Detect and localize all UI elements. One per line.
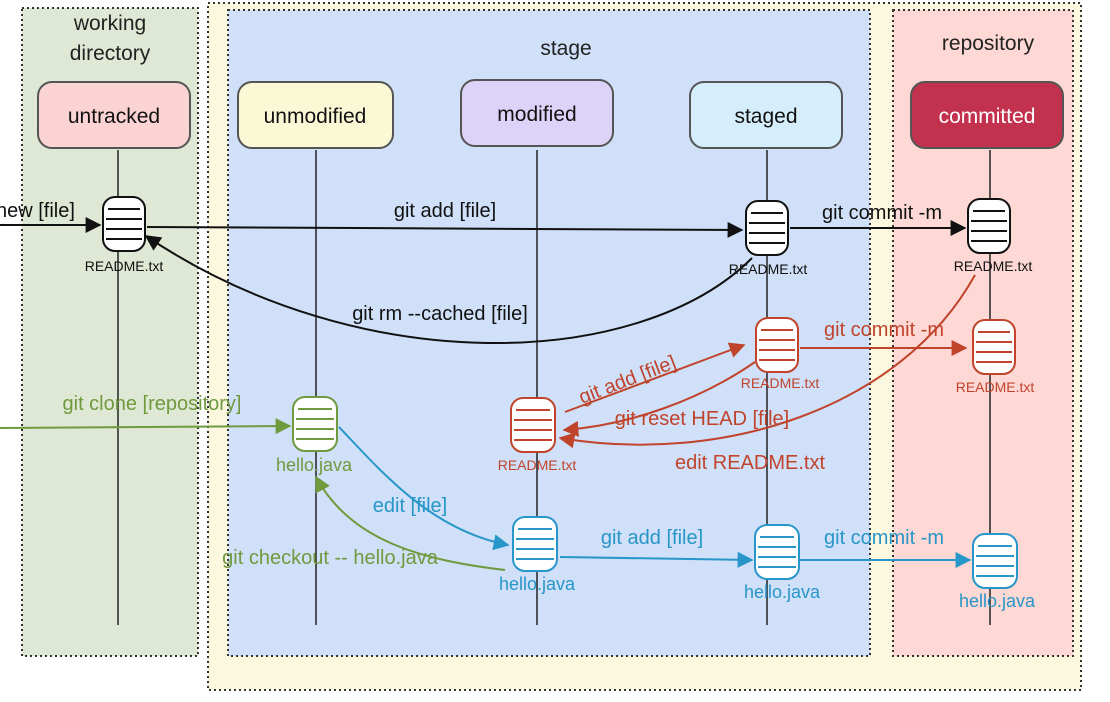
file-icon-hello-staged — [754, 524, 800, 580]
arrow-git-add-red — [564, 342, 746, 413]
cmd-git-clone: git clone [repository] — [63, 393, 242, 415]
file-icon-readme-untracked — [102, 196, 146, 252]
arrow-git-reset-head — [562, 361, 756, 437]
cmd-git-add-blue: git add [file] — [601, 527, 703, 549]
cmd-edit-file: edit [file] — [373, 495, 447, 517]
file-label-readme-staged: README.txt — [729, 261, 808, 277]
arrow-git-add-blue — [559, 551, 754, 568]
file-icon-readme-staged-red — [755, 317, 799, 373]
state-staged: staged — [689, 81, 843, 149]
cmd-edit-readme: edit README.txt — [675, 452, 825, 474]
cmd-git-commit-blue: git commit -m — [824, 527, 944, 549]
file-label-hello-modified: hello.java — [499, 574, 576, 594]
file-label-readme-committed: README.txt — [954, 258, 1033, 274]
arrow-git-rm-cached — [144, 235, 753, 345]
working-directory-title-line1: working — [73, 12, 146, 35]
file-label-hello-committed: hello.java — [959, 591, 1036, 611]
state-untracked: untracked — [37, 81, 191, 149]
state-modified-label: modified — [497, 103, 576, 126]
cmd-new-file: new [file] — [0, 200, 75, 222]
state-committed: committed — [910, 81, 1064, 149]
black-flow-arrows — [0, 217, 967, 345]
state-modified: modified — [460, 79, 614, 147]
cmd-git-commit-black: git commit -m — [822, 202, 942, 224]
state-unmodified-label: unmodified — [264, 105, 367, 128]
file-label-hello-unmodified: hello.java — [276, 455, 353, 475]
file-label-readme-modified: README.txt — [498, 457, 577, 473]
file-icon-readme-staged — [745, 200, 789, 256]
cmd-git-commit-red: git commit -m — [824, 319, 944, 341]
file-icon-readme-committed-red — [972, 319, 1016, 375]
arrow-edit-readme — [558, 274, 976, 449]
cmd-git-reset-head: git reset HEAD [file] — [615, 408, 790, 430]
file-icon-hello-committed — [972, 533, 1018, 589]
cmd-git-add-black: git add [file] — [394, 200, 496, 222]
cmd-git-rm-cached: git rm --cached [file] — [352, 303, 528, 325]
state-staged-label: staged — [734, 105, 797, 128]
arrow-git-add-black — [146, 221, 744, 238]
file-label-hello-staged: hello.java — [744, 582, 821, 602]
repository-title: repository — [942, 32, 1035, 55]
state-committed-label: committed — [939, 105, 1036, 128]
blue-flow-arrows — [338, 426, 972, 568]
file-icon-readme-modified — [510, 397, 556, 453]
state-unmodified: unmodified — [237, 81, 394, 149]
file-icon-hello-modified — [512, 516, 558, 572]
green-flow-arrows — [0, 418, 506, 571]
arrow-git-clone — [0, 418, 292, 435]
file-label-readme-staged-red: README.txt — [741, 375, 820, 391]
file-label-readme-untracked: README.txt — [85, 258, 164, 274]
working-directory-title-line2: directory — [70, 42, 151, 65]
state-untracked-label: untracked — [68, 105, 160, 128]
arrow-git-checkout — [315, 475, 506, 571]
file-icon-hello-unmodified — [292, 396, 338, 452]
file-icon-readme-committed — [967, 198, 1011, 254]
arrow-edit-file — [338, 426, 510, 551]
red-flow-arrows — [558, 274, 976, 449]
stage-title: stage — [540, 37, 591, 60]
file-label-readme-committed-red: README.txt — [956, 379, 1035, 395]
cmd-git-checkout: git checkout -- hello.java — [222, 547, 439, 569]
